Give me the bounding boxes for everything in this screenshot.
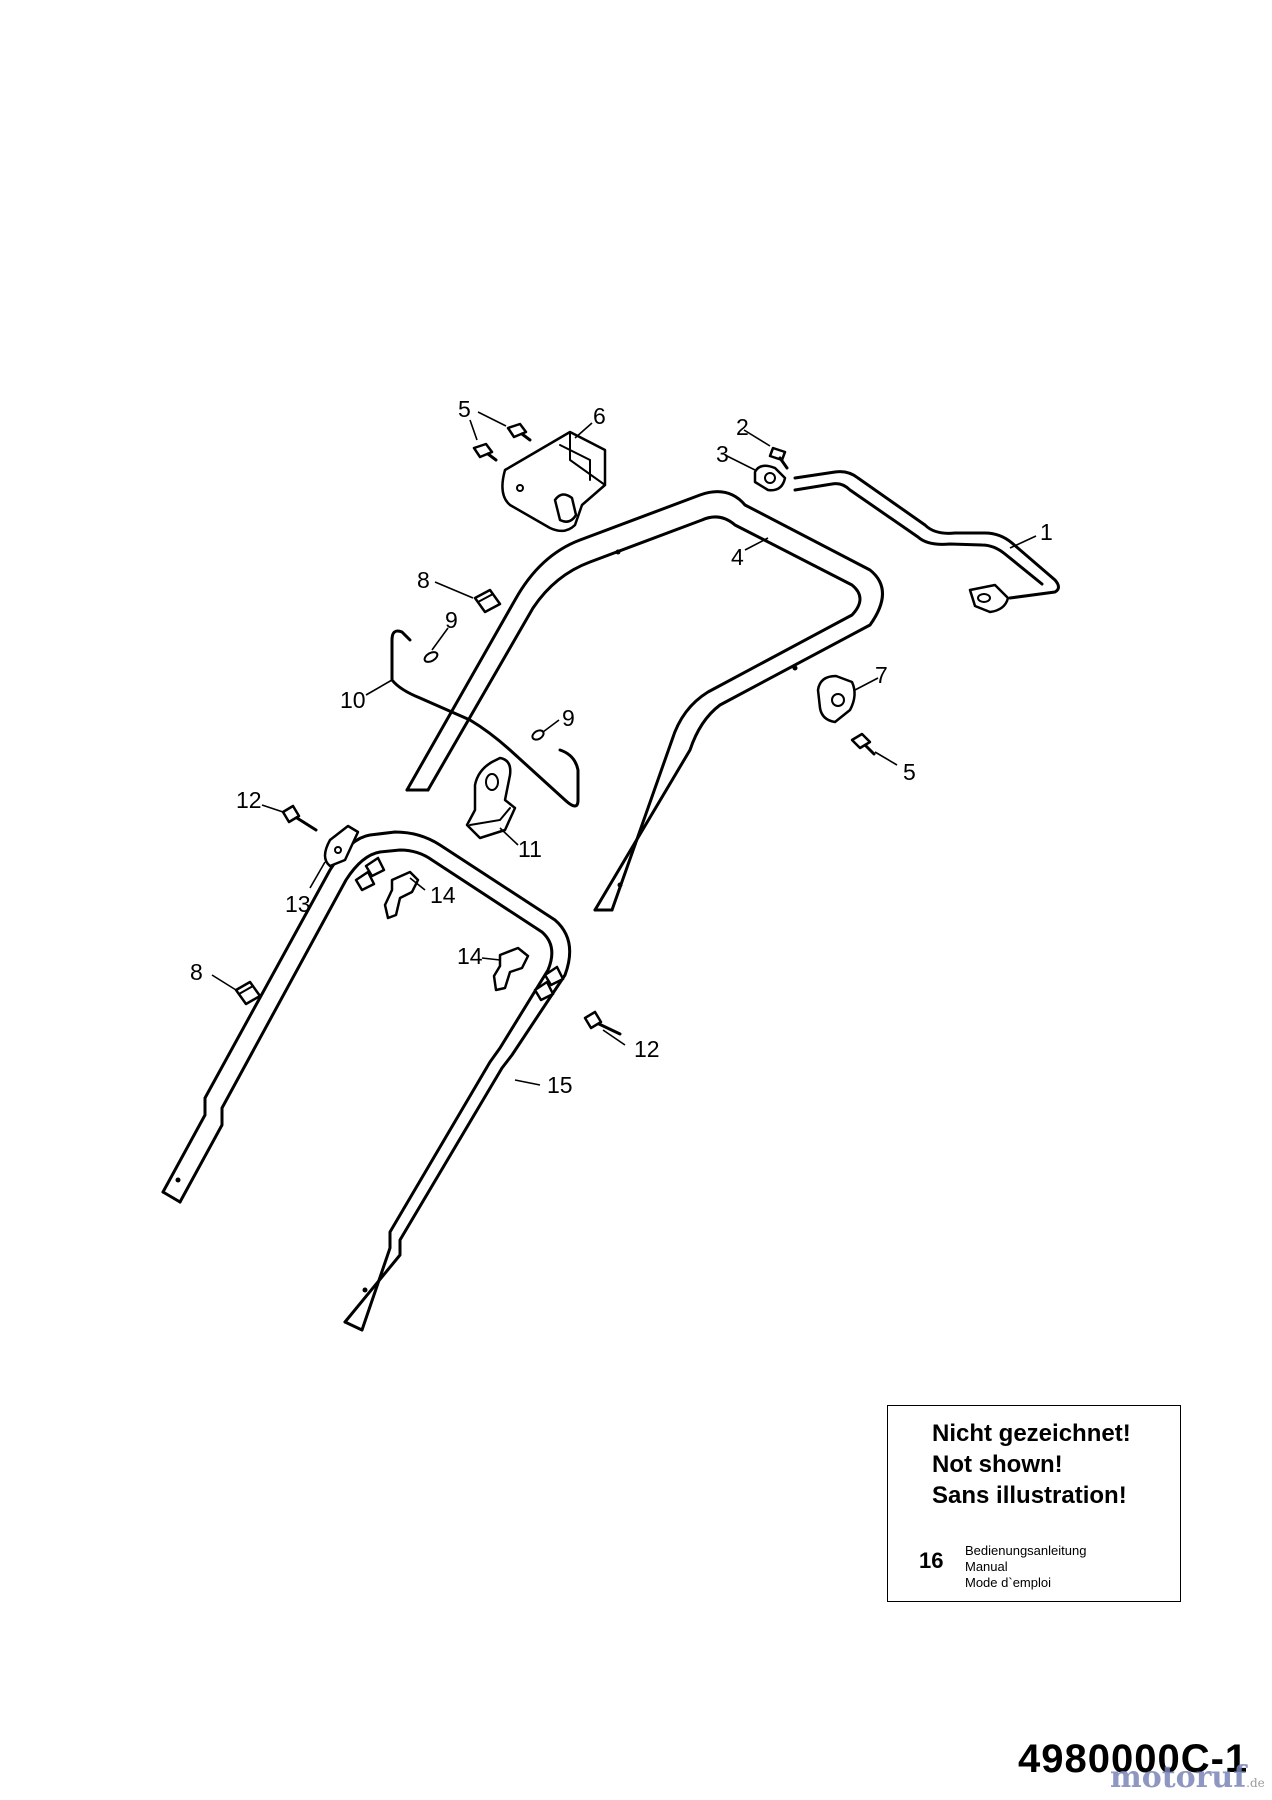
part-bolt-12 (281, 804, 622, 1036)
callout-7: 7 (875, 662, 888, 688)
note-line-de: Nicht gezeichnet! (932, 1420, 1131, 1447)
watermark-tld: .de (1246, 1776, 1265, 1790)
diagram-code: 4980000C-1 (1018, 1737, 1249, 1781)
part-wire-rod-10 (390, 629, 580, 808)
callout-14-upper: 14 (430, 882, 456, 908)
callout-5-top: 5 (458, 396, 471, 422)
callout-8-upper: 8 (417, 567, 430, 593)
callout-5-right: 5 (903, 759, 916, 785)
leader-lines (211, 411, 1037, 1086)
part-screw-5-right (850, 732, 876, 756)
callout-4: 4 (731, 544, 744, 570)
part-spacer-8-lower (234, 980, 262, 1006)
callout-12-right: 12 (634, 1036, 660, 1062)
callout-labels: 1 2 3 4 5 5 6 7 8 8 9 9 10 11 12 12 13 1… (190, 396, 1053, 1098)
note-line-fr: Sans illustration! (932, 1482, 1127, 1509)
part-screw-5-top (472, 422, 532, 462)
part-control-lever (793, 470, 1060, 614)
callout-13: 13 (285, 891, 311, 917)
part-knob-14 (383, 870, 530, 992)
watermark-brand: motoruf (1110, 1760, 1247, 1795)
part-switch-housing-6 (501, 430, 607, 533)
note-item-number: 16 (919, 1548, 944, 1573)
watermark-logo: motoruf.de (1110, 1760, 1265, 1795)
callout-9-lower: 9 (562, 705, 575, 731)
part-lower-handle-15 (161, 830, 572, 1332)
note-item-de: Bedienungsanleitung (965, 1543, 1087, 1558)
part-bracket-11 (465, 756, 517, 840)
not-shown-note-box: Nicht gezeichnet! Not shown! Sans illust… (887, 1405, 1181, 1602)
part-clip-3 (753, 464, 787, 492)
part-clamp-7 (816, 674, 856, 724)
callout-14-lower: 14 (457, 943, 483, 969)
callout-15: 15 (547, 1072, 573, 1098)
note-item-fr: Mode d`emploi (965, 1575, 1051, 1590)
callout-11: 11 (518, 836, 542, 862)
callout-1: 1 (1040, 519, 1053, 545)
callout-12-left: 12 (236, 787, 262, 813)
note-line-en: Not shown! (932, 1451, 1063, 1478)
part-spacer-8-upper (473, 588, 502, 614)
note-item-en: Manual (965, 1559, 1008, 1574)
callout-9-upper: 9 (445, 607, 458, 633)
callout-8-lower: 8 (190, 959, 203, 985)
part-clip-13 (323, 824, 360, 868)
callout-6: 6 (593, 403, 606, 429)
callout-3: 3 (716, 441, 729, 467)
part-screw-2 (768, 446, 789, 470)
callout-2: 2 (736, 414, 749, 440)
callout-10: 10 (340, 687, 366, 713)
part-upper-handle (405, 490, 884, 912)
